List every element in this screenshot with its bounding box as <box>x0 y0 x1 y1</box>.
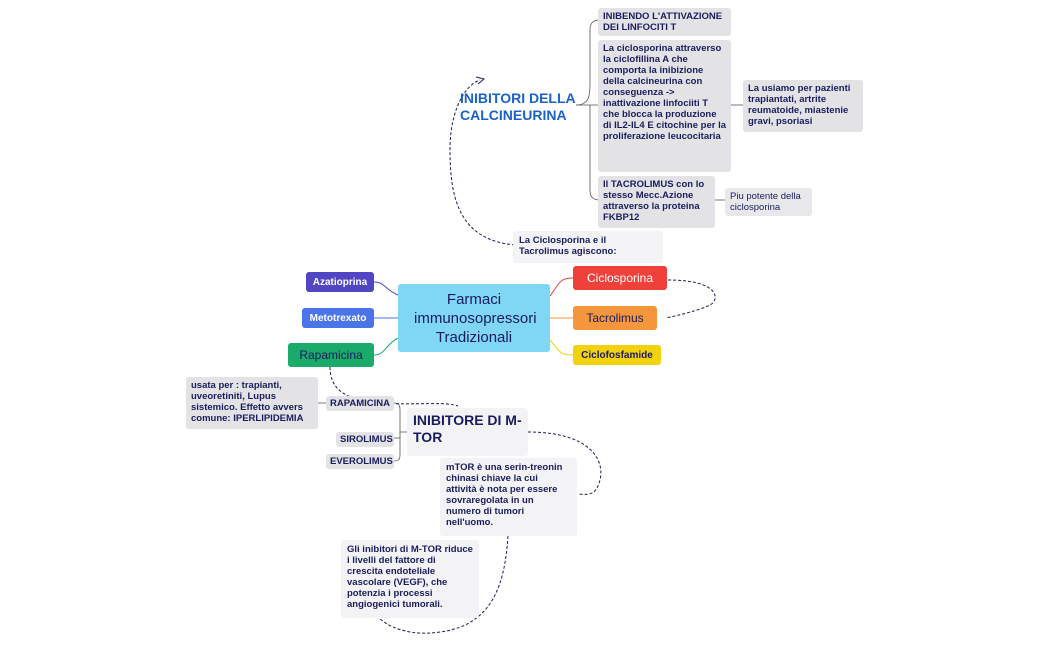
calcineurin-link-note[interactable]: La Ciclosporina e il Tacrolimus agiscono… <box>513 231 663 263</box>
calcineurin-title-label: INIBITORI DELLA CALCINEURINA <box>460 90 576 123</box>
mtor-drug-everolimus-label: EVEROLIMUS <box>330 456 393 467</box>
central-node[interactable]: Farmaci immunosopressori Tradizionali <box>398 284 550 352</box>
mtor-usage-note-label: usata per : trapianti, uveoretiniti, Lup… <box>191 380 304 424</box>
calcineurin-item-ciclosporina[interactable]: La ciclosporina attraverso la ciclofilli… <box>598 40 731 172</box>
calcineurin-item-activation[interactable]: INIBENDO L'ATTIVAZIONE DEI LINFOCITI T <box>598 8 731 36</box>
mtor-usage-note[interactable]: usata per : trapianti, uveoretiniti, Lup… <box>186 377 318 429</box>
calcineurin-item-tacrolimus[interactable]: Il TACROLIMUS con lo stesso Mecc.Azione … <box>598 176 715 228</box>
mtor-title[interactable]: INIBITORE DI M-TOR <box>407 408 528 456</box>
central-node-label: Farmaci immunosopressori Tradizionali <box>414 290 537 346</box>
mtor-note-vegf[interactable]: Gli inibitori di M-TOR riduce i livelli … <box>341 540 479 618</box>
mtor-note-kinase-label: mTOR è una serin-treonin chinasi chiave … <box>446 462 563 528</box>
calcineurin-title[interactable]: INIBITORI DELLA CALCINEURINA <box>460 90 585 124</box>
branch-tacrolimus[interactable]: Tacrolimus <box>573 306 657 330</box>
mtor-drug-sirolimus-label: SIROLIMUS <box>340 434 393 445</box>
mtor-note-vegf-label: Gli inibitori di M-TOR riduce i livelli … <box>347 544 473 610</box>
branch-metotrexato-label: Metotrexato <box>309 312 367 324</box>
branch-metotrexato[interactable]: Metotrexato <box>302 308 374 328</box>
calcineurin-item-activation-label: INIBENDO L'ATTIVAZIONE DEI LINFOCITI T <box>603 11 723 33</box>
branch-ciclosporina[interactable]: Ciclosporina <box>573 266 667 290</box>
calcineurin-usage-note-label: La usiamo per pazienti trapiantati, artr… <box>748 83 851 127</box>
branch-ciclosporina-label: Ciclosporina <box>586 271 654 285</box>
mtor-drug-sirolimus[interactable]: SIROLIMUS <box>336 432 394 447</box>
branch-ciclofosfamide[interactable]: Ciclofosfamide <box>573 345 661 365</box>
calcineurin-potency-note[interactable]: Piu potente della ciclosporina <box>725 188 812 216</box>
calcineurin-link-note-label: La Ciclosporina e il Tacrolimus agiscono… <box>519 235 617 257</box>
mtor-drug-everolimus[interactable]: EVEROLIMUS <box>326 454 394 469</box>
calcineurin-usage-note[interactable]: La usiamo per pazienti trapiantati, artr… <box>743 80 863 132</box>
calcineurin-item-ciclosporina-label: La ciclosporina attraverso la ciclofilli… <box>603 43 726 142</box>
branch-azatioprina-label: Azatioprina <box>312 276 368 288</box>
mtor-title-label: INIBITORE DI M-TOR <box>413 412 522 445</box>
branch-rapamicina-label: Rapamicina <box>299 348 363 362</box>
mtor-drug-rapamicina[interactable]: RAPAMICINA <box>326 396 394 411</box>
branch-azatioprina[interactable]: Azatioprina <box>306 272 374 292</box>
calcineurin-potency-note-label: Piu potente della ciclosporina <box>730 191 801 213</box>
mtor-drug-rapamicina-label: RAPAMICINA <box>330 398 390 409</box>
branch-ciclofosfamide-label: Ciclofosfamide <box>581 349 653 361</box>
branch-tacrolimus-label: Tacrolimus <box>586 311 644 325</box>
calcineurin-item-tacrolimus-label: Il TACROLIMUS con lo stesso Mecc.Azione … <box>603 179 705 223</box>
branch-rapamicina[interactable]: Rapamicina <box>288 343 374 367</box>
mtor-note-kinase[interactable]: mTOR è una serin-treonin chinasi chiave … <box>440 458 577 536</box>
